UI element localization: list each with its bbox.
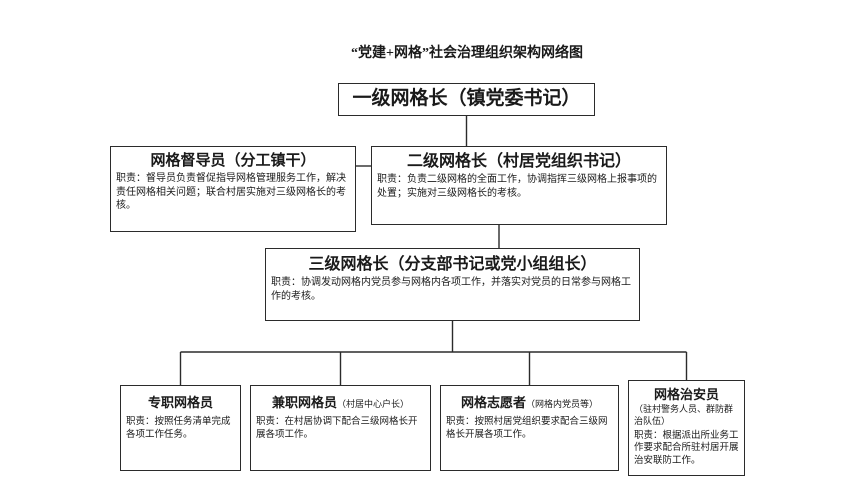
- page-title: “党建+网格”社会治理组织架构网络图: [351, 46, 583, 61]
- node-grid-volunteer: 网格志愿者（网格内党员等） 职责：按照村居党组织要求配合三级网格长开展各项工作。: [440, 385, 619, 471]
- node-full-time-grid-member: 专职网格员 职责：按照任务清单完成各项工作任务。: [120, 385, 241, 471]
- node-duty: 职责：在村居协调下配合三级网格长开展各项工作。: [256, 417, 418, 440]
- node-subtitle: （网格内党员等）: [526, 399, 599, 409]
- node-level1-title: 一级网格长（镇党委书记）: [352, 88, 581, 110]
- node-level2-grid-leader: 二级网格长（村居党组织书记） 职责：负责二级网格的全面工作，协调指挥三级网格上报…: [371, 146, 667, 225]
- node-level3-grid-leader: 三级网格长（分支部书记或党小组组长） 职责：协调发动网格内党员参与网格内各项工作…: [265, 248, 640, 321]
- node-title: 专职网格员: [147, 395, 213, 410]
- node-title: 网格志愿者: [460, 395, 526, 410]
- node-duty: 职责：根据派出所业务工作要求配合所驻村居开展治安联防工作。: [634, 430, 739, 467]
- node-title-line: 专职网格员: [121, 393, 240, 412]
- node-duty: 职责：按照村居党组织要求配合三级网格长开展各项工作。: [446, 417, 608, 440]
- node-level3-duty: 职责：协调发动网格内党员参与网格内各项工作，并落实对党员的日常参与网格工作的考核…: [271, 277, 631, 302]
- node-level2-duty: 职责：负责二级网格的全面工作，协调指挥三级网格上报事项的处置；实施对三级网格长的…: [377, 174, 657, 199]
- node-subtitle: （村居中心户长）: [337, 399, 410, 409]
- node-level3-title: 三级网格长（分支部书记或党小组组长）: [308, 256, 597, 273]
- node-level2-title: 二级网格长（村居党组织书记）: [406, 153, 631, 170]
- node-title-line: 网格治安员: [629, 385, 744, 404]
- node-title: 兼职网格员: [271, 395, 337, 410]
- node-grid-security-officer: 网格治安员 （驻村警务人员、群防群治队伍） 职责：根据派出所业务工作要求配合所驻…: [628, 380, 745, 476]
- node-supervisor-duty: 职责：督导员负责督促指导网格管理服务工作，解决责任网格相关问题；联合村居实施对三…: [116, 173, 346, 211]
- node-grid-supervisor: 网格督导员（分工镇干） 职责：督导员负责督促指导网格管理服务工作，解决责任网格相…: [110, 146, 356, 232]
- node-title-line: 兼职网格员（村居中心户长）: [251, 393, 430, 412]
- node-duty: 职责：按照任务清单完成各项工作任务。: [126, 417, 231, 440]
- node-level1-grid-leader: 一级网格长（镇党委书记）: [338, 83, 595, 116]
- node-title-line: 网格志愿者（网格内党员等）: [441, 393, 618, 412]
- node-title: 网格治安员: [653, 387, 719, 402]
- node-supervisor-title: 网格督导员（分工镇干）: [150, 153, 316, 169]
- node-part-time-grid-member: 兼职网格员（村居中心户长） 职责：在村居协调下配合三级网格长开展各项工作。: [250, 385, 431, 471]
- node-subtitle: （驻村警务人员、群防群治队伍）: [634, 404, 734, 426]
